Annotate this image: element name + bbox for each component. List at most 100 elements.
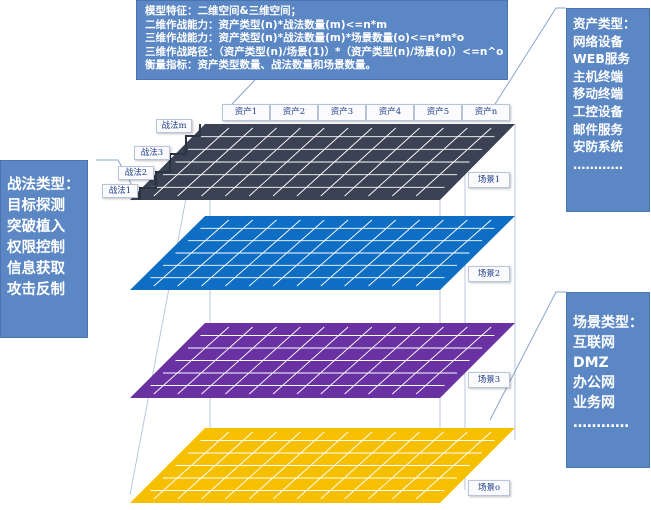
asset-label-n: 资产n <box>462 104 510 121</box>
asset-item: 移动终端 <box>573 86 624 102</box>
grid-line <box>392 127 468 197</box>
asset-label-3: 资产3 <box>318 104 366 121</box>
grid-line <box>368 431 444 500</box>
grid-line <box>225 127 301 197</box>
asset-item: WEB服务 <box>573 51 630 67</box>
layer-4-grid <box>150 431 495 500</box>
grid-line <box>415 219 492 287</box>
grid-line <box>368 326 444 395</box>
grid-line <box>368 219 444 287</box>
scene-label-3: 场景3 <box>468 372 510 388</box>
grid-line <box>225 219 301 287</box>
grid-line <box>320 219 397 287</box>
asset-label-5: 资产5 <box>414 104 462 121</box>
model-line-1: 模型特征：二维空间&三维空间； <box>145 5 302 17</box>
grid-line <box>177 219 253 287</box>
tactics-item: 信息获取 <box>7 261 65 277</box>
tactics-item: 权限控制 <box>7 240 65 256</box>
asset-item: 主机终端 <box>573 68 624 84</box>
layer-3-grid <box>150 326 495 395</box>
tactic-label-2: 战法2 <box>118 166 154 180</box>
grid-line <box>392 219 468 287</box>
grid-line <box>177 326 253 395</box>
grid-line <box>415 431 492 500</box>
grid-line <box>272 219 349 287</box>
tactic-label-1: 战法1 <box>102 184 138 198</box>
grid-line <box>248 127 325 197</box>
grid-line <box>177 127 253 197</box>
tactics-types-box: 战法类型： 目标探测 突破植入 权限控制 信息获取 攻击反制 <box>0 160 88 338</box>
grid-line <box>177 431 253 500</box>
model-line-4: 三维作战路径：（资产类型(n)/场景(1)）*（资产类型(n)/场景(o)）<=… <box>145 45 504 58</box>
tactics-item: 目标探测 <box>7 198 65 214</box>
grid-line <box>344 431 420 500</box>
grid-line <box>201 431 277 500</box>
model-line-5: 衡量指标：资产类型数量、战法数量和场景数量。 <box>145 59 376 71</box>
scene-item: 互联网 <box>573 335 615 351</box>
grid-line <box>296 431 373 500</box>
grid-line <box>296 219 373 287</box>
asset-label-4: 资产4 <box>366 104 414 121</box>
tactic-label-3: 战法3 <box>134 146 170 160</box>
layer-1-grid <box>150 127 495 197</box>
grid-line <box>248 219 325 287</box>
tactics-staircase <box>139 124 201 200</box>
grid-line <box>296 127 373 197</box>
scene-item: 办公网 <box>573 375 615 391</box>
grid-line <box>415 326 492 395</box>
grid-line <box>201 219 277 287</box>
asset-item: 网络设备 <box>573 33 624 49</box>
asset-label-1: 资产1 <box>222 104 270 121</box>
asset-types-box: 资产类型： 网络设备 WEB服务 主机终端 移动终端 工控设备 邮件服务 安防系… <box>566 8 650 212</box>
tactics-item: 突破植入 <box>7 219 65 235</box>
model-line-3: 三维作战能力：资产类型(n)*战法数量(m)*场景数量(o)<=n*m*o <box>145 32 465 44</box>
grid-line <box>153 219 230 287</box>
grid-line <box>272 326 349 395</box>
grid-line <box>320 326 397 395</box>
grid-line <box>344 127 420 197</box>
tactics-title: 战法类型： <box>7 177 80 193</box>
scene-item: ………… <box>573 415 629 431</box>
model-line-2: 二维作战能力：资产类型(n)*战法数量(m)<=n*m <box>145 18 388 31</box>
scene-item: 业务网 <box>573 395 615 411</box>
layer-4 <box>130 428 515 503</box>
asset-label-2: 资产2 <box>270 104 318 121</box>
grid-line <box>201 127 277 197</box>
asset-item: 邮件服务 <box>573 121 624 137</box>
grid-line <box>153 326 230 395</box>
grid-line <box>272 431 349 500</box>
scene-label-o: 场景o <box>468 480 510 496</box>
grid-line <box>153 127 230 197</box>
scene-types-box: 场景类型： 互联网 DMZ 办公网 业务网 ………… <box>566 292 650 468</box>
grid-line <box>248 431 325 500</box>
scene-label-1: 场景1 <box>468 172 510 188</box>
grid-line <box>225 326 301 395</box>
tactic-label-m: 战法m <box>156 119 192 133</box>
grid-line <box>392 431 468 500</box>
asset-item: 安防系统 <box>573 139 624 155</box>
grid-line <box>320 127 397 197</box>
asset-title: 资产类型： <box>573 16 636 31</box>
scene-item: DMZ <box>573 355 609 371</box>
grid-line <box>344 326 420 395</box>
grid-line <box>225 431 301 500</box>
asset-item: 工控设备 <box>573 103 624 119</box>
scene-label-2: 场景2 <box>468 266 510 282</box>
grid-line <box>344 219 420 287</box>
layer-3 <box>130 323 515 398</box>
scene-title: 场景类型： <box>573 315 643 331</box>
grid-line <box>415 127 492 197</box>
layer-2 <box>130 216 515 290</box>
grid-line <box>296 326 373 395</box>
callout-lines <box>96 7 566 421</box>
grid-line <box>392 326 468 395</box>
grid-line <box>272 127 349 197</box>
asset-item: ………… <box>573 156 623 172</box>
grid-line <box>320 431 397 500</box>
grid-line <box>368 127 444 197</box>
layer-1 <box>130 124 515 200</box>
grid-line <box>201 326 277 395</box>
layer-2-grid <box>150 219 495 287</box>
model-features-box: 模型特征：二维空间&三维空间； 二维作战能力：资产类型(n)*战法数量(m)<=… <box>136 0 508 80</box>
